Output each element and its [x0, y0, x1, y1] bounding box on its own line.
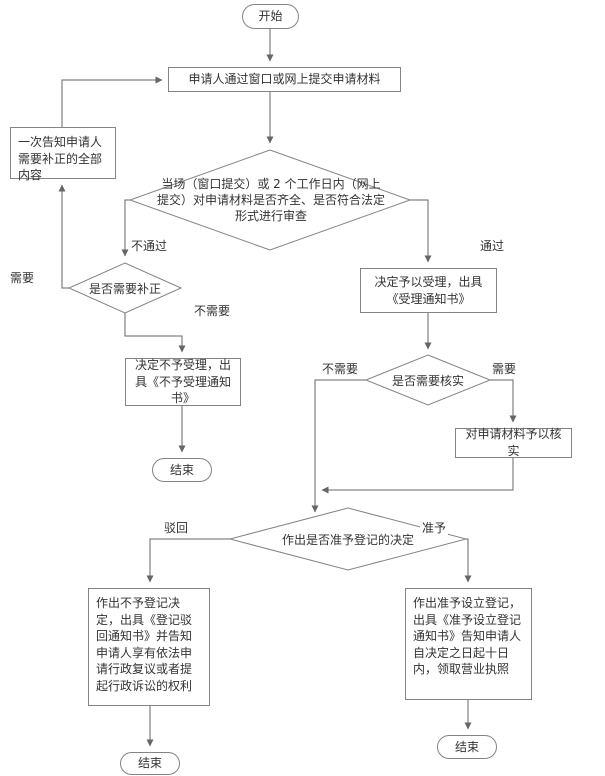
- edge-label-approve: 准予: [420, 521, 449, 535]
- edge-label-reject: 驳回: [162, 521, 191, 535]
- edge-review-fail-to-supplement: [121, 199, 130, 257]
- approve-registration-node: 作出准予设立登记，出具《准予设立登记通知书》告知申请人自决定之日起十日内，领取营…: [405, 588, 532, 700]
- notify-supplement-node: 一次告知申请人需要补正的全部内容: [10, 127, 116, 182]
- end-reject-node: 结束: [120, 752, 180, 775]
- verify-check-diamond-shape: [364, 354, 492, 406]
- end-left-node: 结束: [152, 458, 212, 482]
- edge-verify-check-noneed-to-decision: [311, 379, 366, 513]
- edge-decision-approve-to-approve-reg: [464, 538, 472, 583]
- edge-supplement-noneed-to-reject-accept: [124, 313, 186, 353]
- review-decision-text: 当场（窗口提交）或 2 个工作日内（网上提交）对申请材料是否齐全、是否符合法定形…: [156, 177, 385, 224]
- edge-notify-to-submit: [61, 76, 163, 127]
- edge-label-need: 需要: [8, 271, 37, 285]
- edge-label-fail: 不通过: [129, 239, 170, 253]
- edge-supplement-need-to-notify: [58, 184, 69, 289]
- accept-node: 决定予以受理，出具《受理通知书》: [360, 268, 497, 313]
- end-approve-node: 结束: [437, 735, 497, 759]
- supplement-decision-text: 是否需要补正: [88, 282, 161, 296]
- reject-registration-node: 作出不予登记决定，出具《登记驳回通知书》并告知申请人享有依法申请行政复议或者提起…: [88, 588, 210, 706]
- review-diamond-shape: [128, 149, 412, 251]
- edge-label-pass: 通过: [478, 239, 507, 253]
- verify-materials-node: 对申请材料予以核实: [455, 427, 572, 458]
- edge-label-verify-need: 需要: [490, 362, 519, 376]
- edge-label-verify-no-need: 不需要: [320, 362, 361, 376]
- edge-verify-to-merge: [321, 458, 514, 494]
- edge-verify-check-need-to-verify: [490, 379, 517, 423]
- start-node: 开始: [242, 4, 299, 29]
- registration-decision-text: 作出是否准予登记的决定: [281, 533, 414, 547]
- edge-decision-reject-to-reject-reg: [146, 538, 230, 583]
- edge-review-pass-to-accept: [410, 199, 432, 263]
- submit-materials-node: 申请人通过窗口或网上提交申请材料: [168, 67, 401, 92]
- edge-label-no-need: 不需要: [192, 304, 233, 318]
- reject-acceptance-node: 决定不予受理，出具《不予受理通知书》: [125, 358, 241, 406]
- verify-check-decision-text: 是否需要核实: [391, 374, 464, 388]
